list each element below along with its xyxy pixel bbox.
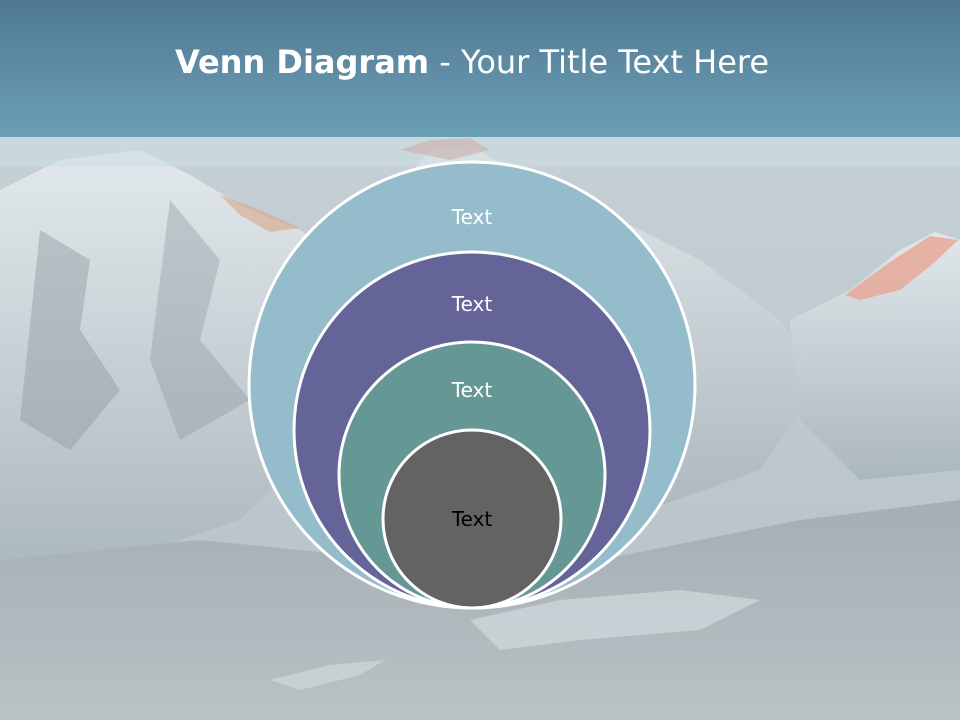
title-rest-text: - Your Title Text Here — [429, 43, 770, 81]
venn-label-1: Text — [451, 205, 493, 229]
title-bold-text: Venn Diagram — [174, 43, 430, 81]
slide-title: Venn Diagram - Your Title Text Here — [0, 40, 944, 84]
venn-circle-4[interactable] — [381, 428, 563, 610]
venn-label-4: Text — [451, 507, 493, 531]
venn-label-2: Text — [451, 292, 493, 316]
venn-label-3: Text — [451, 378, 493, 402]
title-header-band — [0, 0, 960, 137]
